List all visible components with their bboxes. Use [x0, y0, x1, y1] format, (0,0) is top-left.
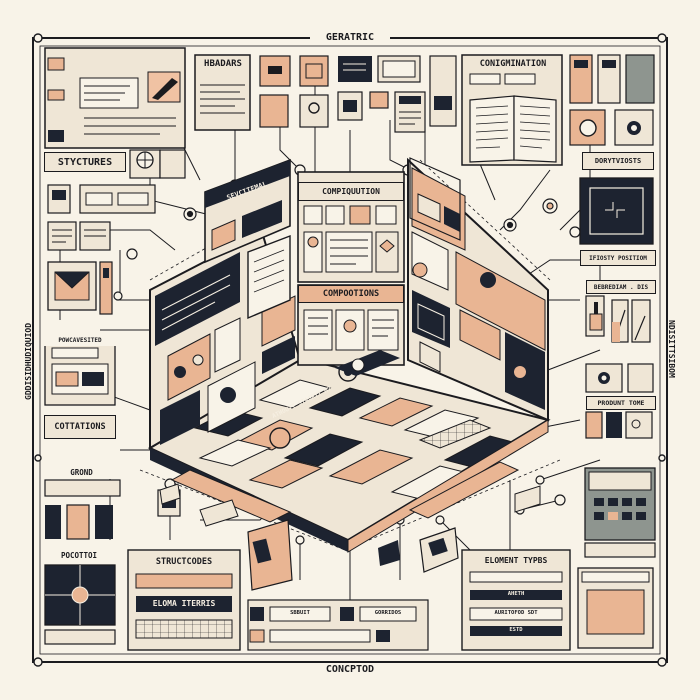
structures-label: STYCTURES	[44, 152, 126, 172]
headers-label: HBADARS	[204, 59, 242, 69]
estd-label: ESTD	[509, 627, 523, 633]
top-title: GERATRIC	[310, 33, 390, 43]
powcavesited-label: POWCAVESITED	[44, 334, 116, 346]
cottations-label: COTTATIONS	[44, 415, 116, 439]
bebrediam-label: BEBREDIAM . DIS	[586, 280, 656, 294]
element-types-label: ELOMENT TYPBS	[484, 556, 548, 565]
ifiosty-position-label: IFIOSTY POSITIOM	[580, 250, 656, 266]
grond-label: GROND	[44, 465, 119, 479]
inner-frame	[39, 45, 661, 655]
gorridos-label: GORRIDOS	[374, 610, 402, 616]
produnt-tome-label: PRODUNT TOME	[586, 396, 656, 410]
right-vertical-label: NDISITTSIBOM	[667, 320, 676, 378]
auritofod-label: AURITOFOD SDT	[494, 610, 538, 616]
structcodes-label: STRUCTCODES	[155, 557, 213, 567]
aneth-label: AHETH	[507, 591, 525, 597]
left-vertical-label: GDDISIDHUDIQUIOD	[24, 322, 33, 400]
bottom-title: CONCPTOD	[305, 665, 395, 675]
eloma-iterris-label: ELOMA ITERRIS	[152, 599, 216, 608]
pocottoi-label: POCOTTOI	[44, 548, 114, 562]
conignmination-label: CONIGMINATION	[479, 59, 547, 69]
sebuit-label: SBBUIT	[290, 610, 310, 616]
compootions-label: COMPOOTIONS	[298, 285, 404, 303]
compiquution-label: COMPIQUUTION	[298, 182, 404, 201]
dorytviosts-label: DORYTVIOSTS	[582, 152, 654, 170]
